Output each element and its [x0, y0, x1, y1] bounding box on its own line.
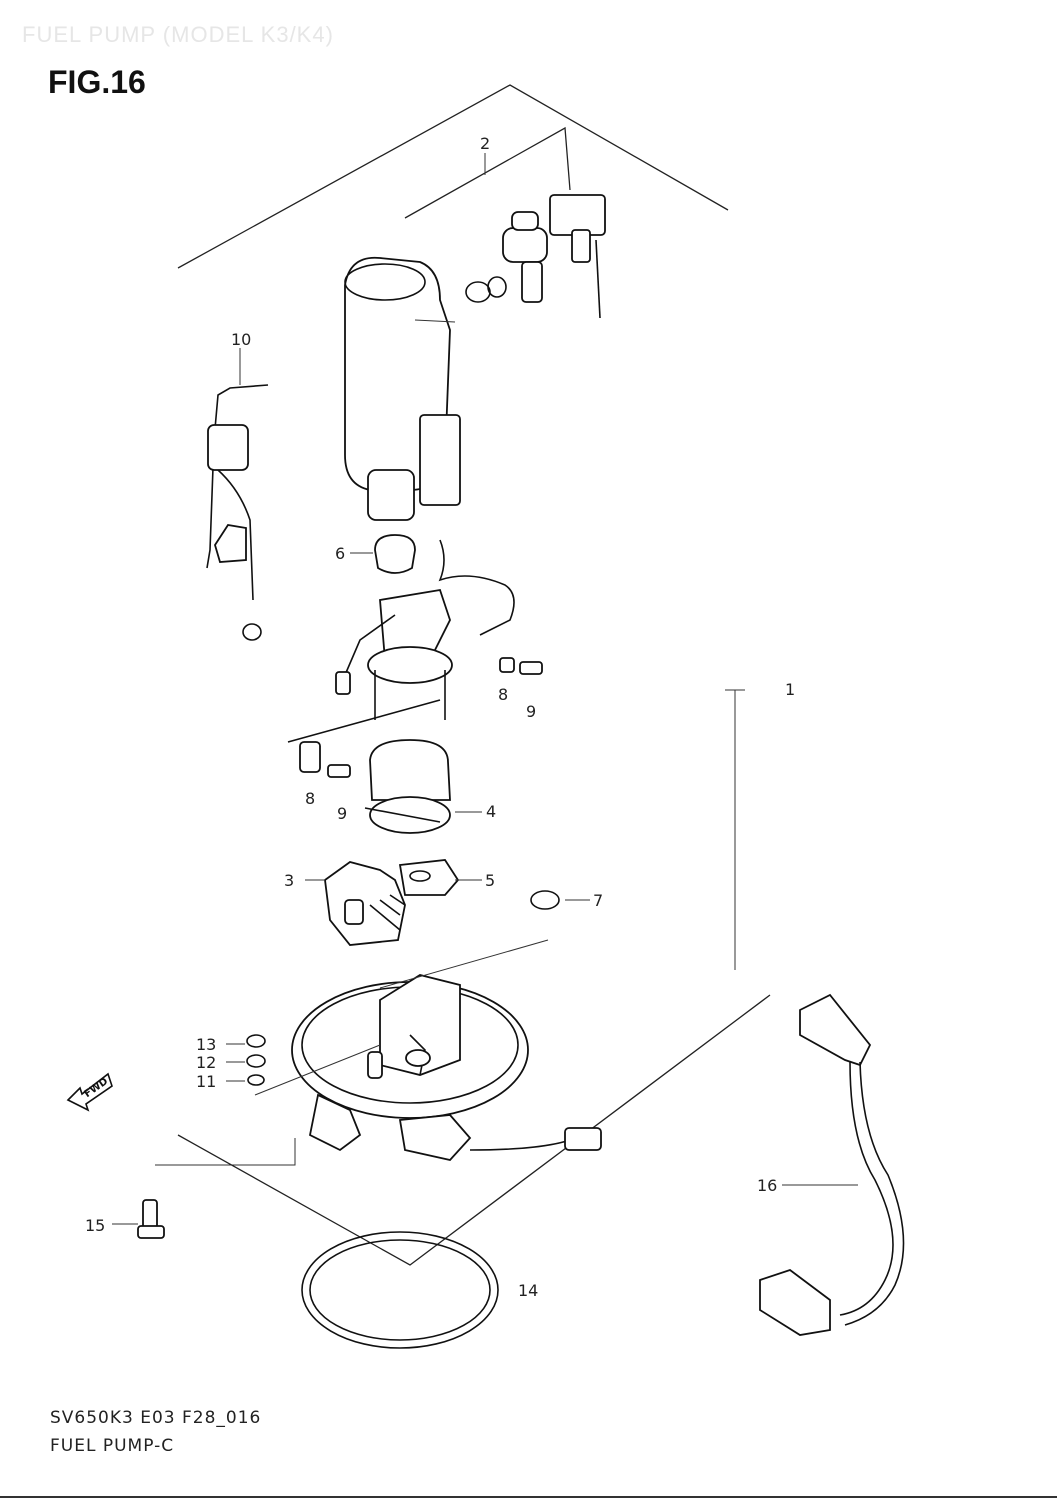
figure-number: FIG.16: [48, 64, 146, 100]
watermark-title: FUEL PUMP (MODEL K3/K4): [22, 22, 334, 47]
pump-filter-body: [287, 699, 451, 834]
callout-14: 14: [518, 1281, 538, 1300]
forward-direction-arrow: FWD: [66, 1072, 113, 1112]
bolt-part: [112, 1199, 165, 1239]
callout-7: 7: [593, 891, 603, 910]
callout-3: 3: [284, 871, 294, 890]
fuel-hose-part: [469, 993, 905, 1336]
callout-1: 1: [785, 680, 795, 699]
diagram-code: SV650K3 E03 F28_016: [50, 1408, 262, 1428]
group-bracket-upper: [177, 84, 729, 269]
pressure-regulator-part: [465, 194, 606, 319]
pump-bracket-assembly: [335, 539, 543, 720]
wiring-harness-part: [206, 384, 269, 641]
callout-numbers: 1 2 3 4 5 6 7 8 9 8 9 10 11 12 13 14 15 …: [85, 134, 795, 1300]
callout-8-lower: 8: [305, 789, 315, 808]
callout-leaders: [239, 348, 590, 901]
fuel-pump-cylinder: [344, 256, 461, 521]
callout-5: 5: [485, 871, 495, 890]
part-1-bracket: [725, 689, 745, 970]
callout-12: 12: [196, 1053, 216, 1072]
diagram-caption: FUEL PUMP-C: [50, 1436, 175, 1456]
callout-8: 8: [498, 685, 508, 704]
callout-13: 13: [196, 1035, 216, 1054]
pump-base-plate: [155, 939, 549, 1166]
callout-9-lower: 9: [337, 804, 347, 823]
o-ring-part: [177, 994, 771, 1349]
frame-border-bottom: [0, 1496, 1057, 1498]
washer-stack: [226, 1034, 266, 1086]
callout-4: 4: [486, 802, 496, 821]
callout-15: 15: [85, 1216, 105, 1235]
callout-9: 9: [526, 702, 536, 721]
callout-10: 10: [231, 330, 251, 349]
callout-16: 16: [757, 1176, 777, 1195]
callout-2: 2: [480, 134, 490, 153]
fuel-strainer-part: [324, 859, 560, 946]
callout-6: 6: [335, 544, 345, 563]
callout-11: 11: [196, 1072, 216, 1091]
rubber-cushion-part: [374, 534, 416, 574]
